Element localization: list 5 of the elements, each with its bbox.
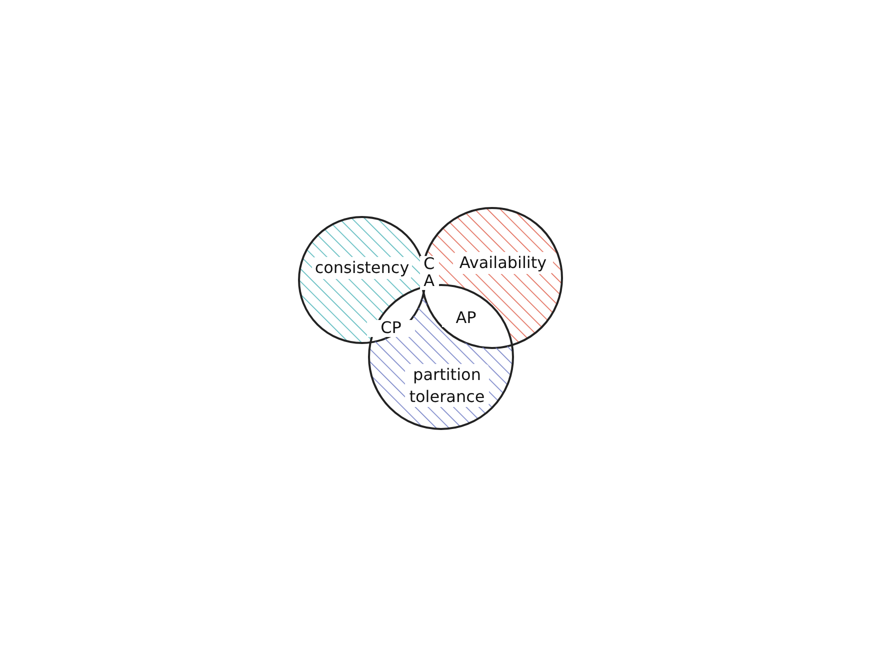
overlap-label: CP xyxy=(367,320,415,337)
circle-label: Availability xyxy=(453,252,553,274)
circle-label: partition tolerance xyxy=(405,364,489,408)
overlap-label: CA xyxy=(420,256,439,290)
circle-label: consistency xyxy=(312,257,412,279)
